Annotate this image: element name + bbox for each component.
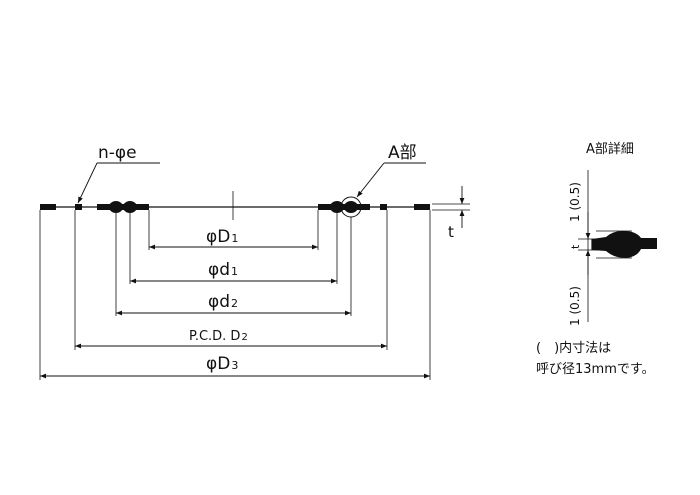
- dim-label-D1: φD1: [206, 227, 238, 247]
- thickness-dimension: [432, 186, 470, 228]
- detail-upper-dim: 1 (0.5): [568, 182, 582, 222]
- gasket-outer-edge-right: [414, 204, 430, 210]
- hole-callout: n-φe: [98, 143, 137, 163]
- rubber-bead-right-2: [344, 201, 358, 213]
- detail-a-callout: A部: [388, 143, 417, 163]
- extension-lines: [39, 210, 431, 380]
- note-line-2: 呼び径13mmです。: [536, 362, 655, 377]
- note-line-1: ( )内寸法は: [536, 341, 612, 356]
- bolt-hole-edge-right-outer: [380, 204, 387, 210]
- detail-a-view: [578, 170, 657, 322]
- rubber-bead-left-2: [123, 201, 137, 213]
- rubber-bead-right-1: [330, 201, 344, 213]
- detail-bead-section: [592, 230, 657, 258]
- gasket-section: [40, 196, 430, 218]
- gasket-outer-edge-left: [40, 204, 56, 210]
- thickness-label: t: [448, 223, 454, 241]
- detail-lower-dim: 1 (0.5): [568, 286, 582, 326]
- dim-label-pcd: P.C.D. D2: [189, 329, 248, 344]
- hole-leader: [77, 162, 98, 204]
- dim-label-D3: φD3: [206, 354, 238, 374]
- dim-label-d2: φd2: [208, 292, 238, 312]
- detail-title: A部詳細: [586, 141, 634, 157]
- detail-t-label: t: [569, 244, 582, 249]
- detail-leader: [356, 162, 385, 198]
- dim-label-d1: φd1: [208, 260, 238, 280]
- rubber-bead-left-1: [109, 201, 123, 213]
- bolt-hole-edge-left-outer: [75, 204, 82, 210]
